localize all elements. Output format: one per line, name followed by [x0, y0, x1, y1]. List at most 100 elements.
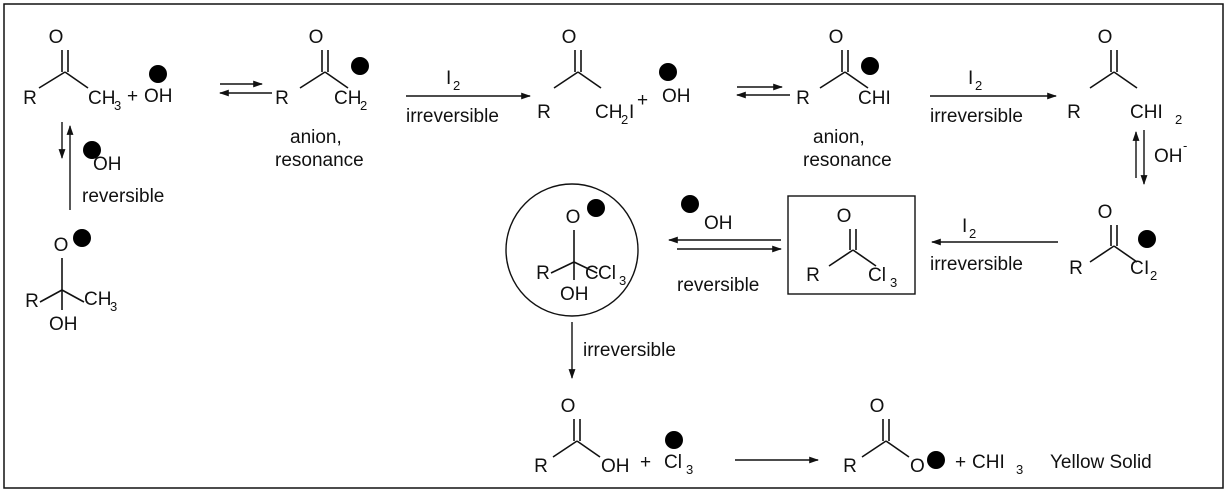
- atom-r: R: [796, 88, 810, 109]
- irreversible-label: irreversible: [406, 106, 499, 127]
- subscript-3: 3: [114, 98, 121, 113]
- atom-r: R: [1067, 102, 1081, 123]
- atom-cl: Cl: [868, 265, 886, 286]
- plus-sign: +: [127, 86, 138, 107]
- atom-oh: OH: [560, 284, 589, 305]
- negative-charge-icon: [1138, 230, 1156, 248]
- atom-o: O: [1098, 27, 1113, 48]
- plus-sign: +: [640, 452, 651, 473]
- negative-charge-icon: [665, 431, 683, 449]
- atom-ch: CH: [595, 102, 622, 123]
- negative-charge-icon: [149, 65, 167, 83]
- irreversible-label: irreversible: [583, 340, 676, 361]
- reagent-iodine: I: [968, 68, 973, 89]
- equilibrium-arrows: [219, 80, 272, 97]
- atom-r: R: [537, 102, 551, 123]
- enolate-anion: O R CH 2: [275, 27, 369, 113]
- atom-i: I: [629, 102, 634, 123]
- mono-iodo-ketone: O R CH 2 I: [537, 27, 634, 127]
- diiodo-ketone: O R CHI 2: [1067, 27, 1182, 127]
- iodination-arrow: I 2 irreversible: [406, 68, 531, 127]
- iodination-arrow: I 2 irreversible: [930, 68, 1057, 127]
- tetrahedral-intermediate: O R C Cl 3 OH: [505, 183, 639, 317]
- atom-o: O: [910, 456, 925, 477]
- negative-charge-icon: [927, 451, 945, 469]
- atom-oh: OH: [49, 314, 78, 335]
- scheme-border: [3, 3, 1224, 489]
- atom-o: O: [309, 27, 324, 48]
- atom-o: O: [1098, 202, 1113, 223]
- reversible-label: reversible: [82, 186, 164, 207]
- atom-chi: CHI: [1130, 102, 1163, 123]
- subscript-3: 3: [110, 299, 117, 314]
- subscript-2: 2: [360, 98, 367, 113]
- anion-label: anion,: [290, 127, 342, 148]
- iodoform: CHI 3: [972, 452, 1023, 477]
- hydroxide: OH: [93, 154, 122, 175]
- trihalo-ketone: O R Cl 3: [787, 195, 916, 295]
- reagent-iodine-sub: 2: [975, 78, 982, 93]
- atom-i: I: [1144, 258, 1149, 279]
- equilibrium-arrows: [736, 83, 790, 99]
- atom-o: O: [566, 207, 581, 228]
- resonance-label: resonance: [803, 150, 892, 171]
- highlight-circle: [505, 183, 639, 317]
- subscript-3: 3: [619, 273, 626, 288]
- cleavage-arrow: irreversible: [568, 322, 676, 379]
- atom-ch: CH: [88, 88, 115, 109]
- atom-o: O: [562, 27, 577, 48]
- plus-sign: +: [955, 452, 966, 473]
- hydroxide: OH: [704, 213, 733, 234]
- atom-o: O: [561, 396, 576, 417]
- irreversible-label: irreversible: [930, 106, 1023, 127]
- diiodo-enolate-anion: O R C I 2: [1069, 202, 1157, 283]
- atom-r: R: [23, 88, 37, 109]
- atom-r: R: [536, 263, 550, 284]
- iodination-arrow: I 2 irreversible: [930, 216, 1058, 275]
- atom-cl: Cl: [598, 263, 616, 284]
- yellow-solid-label: Yellow Solid: [1050, 452, 1152, 473]
- reagent-iodine: I: [446, 68, 451, 89]
- iodoform-formula: CHI: [972, 452, 1005, 473]
- atom-o: O: [870, 396, 885, 417]
- equilibrium-arrows: OH reversible: [668, 195, 782, 296]
- atom-r: R: [1069, 258, 1083, 279]
- carboxylate-anion: O R O: [843, 396, 945, 477]
- equilibrium-arrows: OH reversible: [58, 122, 164, 210]
- methyl-ketone: O R CH 3: [23, 27, 121, 113]
- atom-ch: CH: [84, 289, 111, 310]
- resonance-label: resonance: [275, 150, 364, 171]
- atom-c: C: [1130, 258, 1144, 279]
- atom-o: O: [829, 27, 844, 48]
- hydroxide: OH: [1154, 146, 1183, 167]
- atom-chi: CHI: [858, 88, 891, 109]
- atom-o: O: [49, 27, 64, 48]
- subscript-3: 3: [1016, 462, 1023, 477]
- negative-charge-icon: [587, 199, 605, 217]
- atom-r: R: [25, 291, 39, 312]
- atom-oh: OH: [601, 456, 630, 477]
- subscript-2: 2: [1150, 268, 1157, 283]
- tetrahedral-alkoxide: O R CH 3 OH: [25, 229, 117, 335]
- negative-charge-icon: [861, 57, 879, 75]
- iodo-enolate-anion: O R CHI: [796, 27, 891, 109]
- equilibrium-arrows: OH -: [1132, 130, 1187, 185]
- atom-r: R: [275, 88, 289, 109]
- negative-charge-icon: [681, 195, 699, 213]
- atom-ch: CH: [334, 88, 361, 109]
- negative-charge-icon: [73, 229, 91, 247]
- hydroxide: OH: [662, 86, 691, 107]
- atom-r: R: [806, 265, 820, 286]
- atom-r: R: [843, 456, 857, 477]
- plus-sign: +: [637, 90, 648, 111]
- subscript-2: 2: [621, 112, 628, 127]
- reagent-iodine: I: [962, 216, 967, 237]
- subscript-3: 3: [890, 275, 897, 290]
- reversible-label: reversible: [677, 275, 759, 296]
- subscript-3: 3: [686, 462, 693, 477]
- carboxylic-acid: O R OH: [534, 396, 629, 477]
- atom-o: O: [837, 206, 852, 227]
- atom-c: C: [585, 263, 599, 284]
- hydroxide: OH: [144, 86, 173, 107]
